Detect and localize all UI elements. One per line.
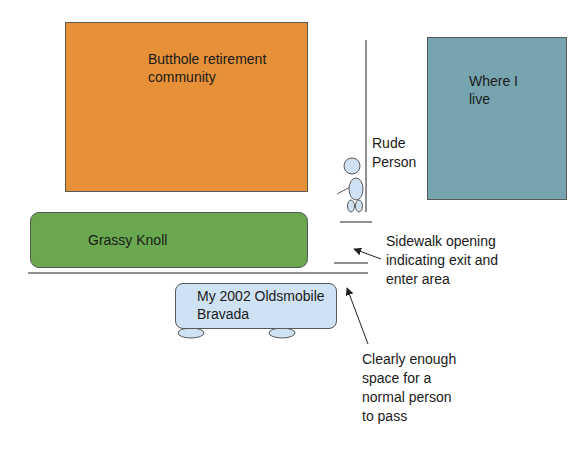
- node-text: My 2002 Oldsmobile Bravada: [197, 287, 329, 323]
- node-text: Butthole retirement community: [148, 50, 288, 86]
- sidewalk-line: [340, 222, 372, 223]
- leader-arrow: [347, 288, 368, 344]
- leader-arrow: [354, 249, 381, 259]
- building-box: Butthole retirement community: [65, 22, 308, 192]
- sidewalk-line: [28, 273, 368, 274]
- node-text: Where I live: [469, 72, 531, 108]
- person-figure: [337, 158, 363, 212]
- building-box: Where I live: [427, 37, 567, 200]
- note-label: Sidewalk opening indicating exit and ent…: [386, 232, 526, 289]
- car-wheel: [269, 328, 295, 338]
- sidewalk-line: [334, 263, 368, 264]
- note-label: Rude Person: [372, 134, 424, 172]
- car-wheel: [178, 328, 204, 338]
- node-text: Grassy Knoll: [88, 231, 167, 249]
- lawn-box: Grassy Knoll: [30, 212, 308, 268]
- note-label: Clearly enough space for a normal person…: [362, 350, 458, 426]
- sidewalk-line: [366, 40, 367, 212]
- car-body: My 2002 Oldsmobile Bravada: [175, 283, 337, 329]
